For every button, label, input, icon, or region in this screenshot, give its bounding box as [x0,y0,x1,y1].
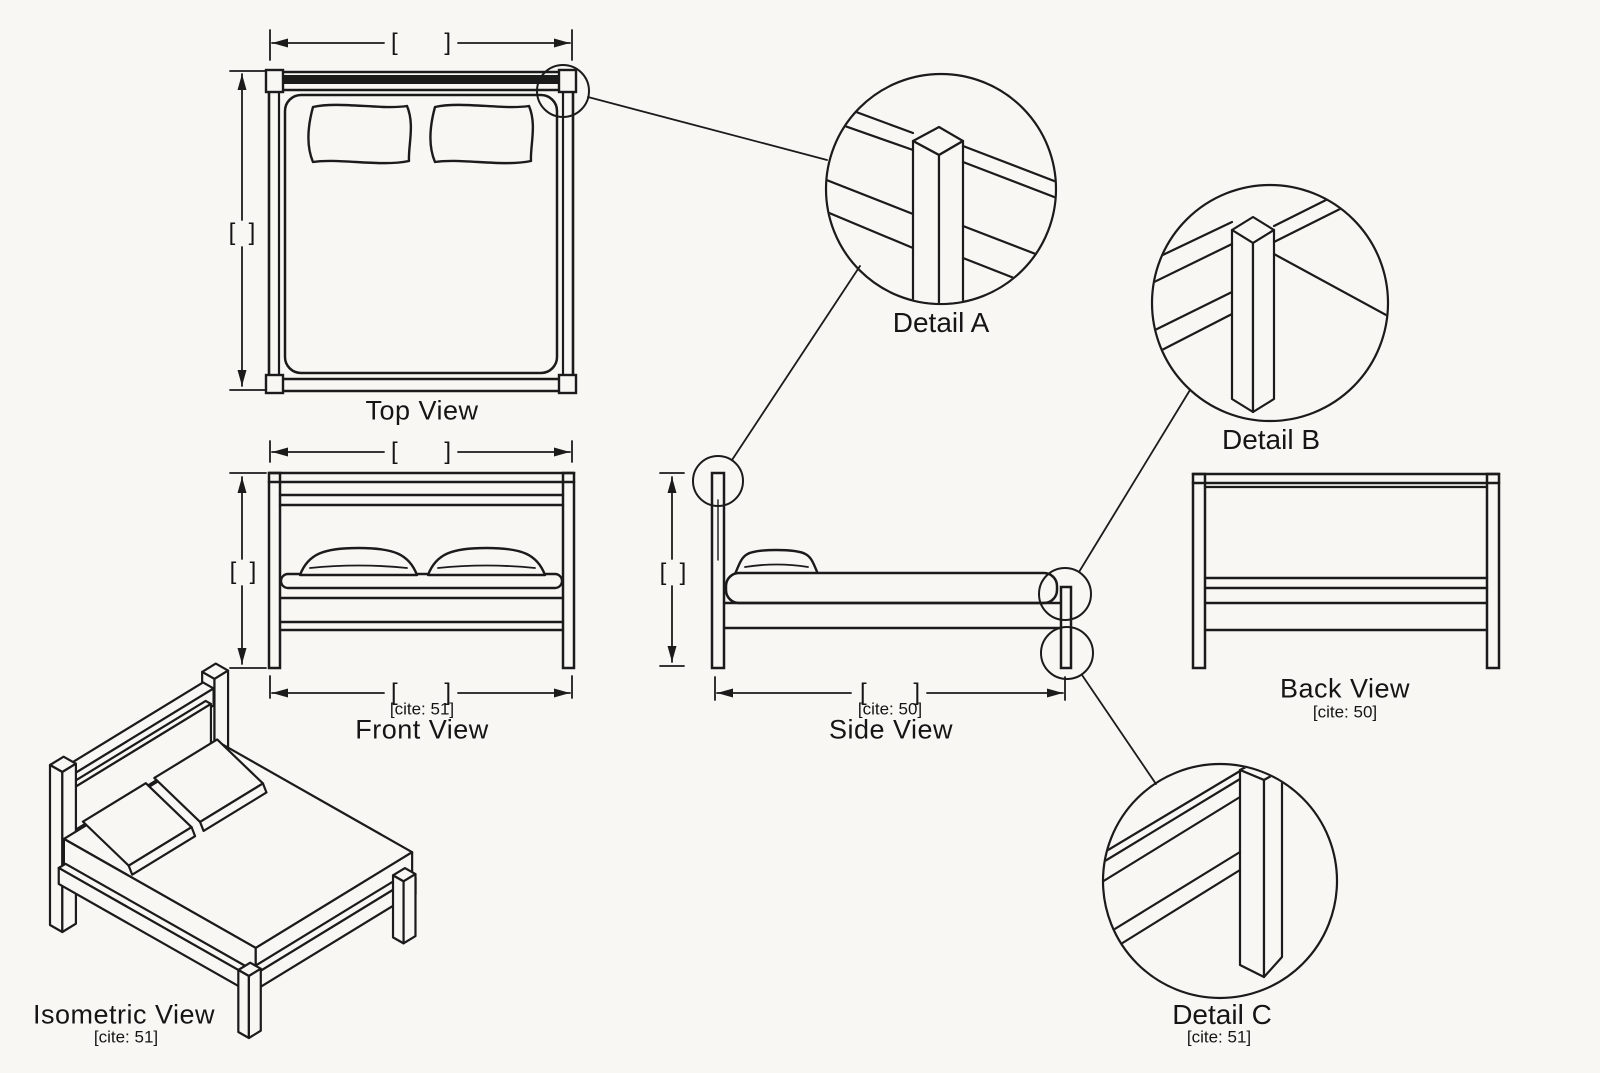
side-view-cite: [cite: 50] [857,699,923,719]
front-view-width-dim-top: [ ] [390,438,452,465]
front-view-height-dim: [ ] [229,558,257,585]
front-view-width-dim-bottom: [ ] [390,679,452,706]
top-view-title: Top View [365,395,479,426]
isometric-view-title: Isometric View [32,999,216,1030]
isometric-view-cite: [cite: 51] [93,1027,159,1047]
side-view-length-dim: [ ] [859,679,921,706]
top-view-width-dim: [ ] [390,29,452,56]
side-view-title: Side View [828,714,954,745]
back-view-title: Back View [1279,673,1411,704]
side-view-height-dim: [ ] [659,559,687,586]
detail-b-title: Detail B [1221,424,1321,455]
front-view-cite: [cite: 51] [389,699,455,719]
front-view-title: Front View [355,714,489,745]
top-view-height-dim: [ ] [228,219,256,246]
detail-c-title: Detail C [1172,999,1272,1030]
detail-c-cite: [cite: 51] [1186,1027,1252,1047]
detail-a-title: Detail A [892,307,990,338]
back-view-cite: [cite: 50] [1312,702,1378,722]
